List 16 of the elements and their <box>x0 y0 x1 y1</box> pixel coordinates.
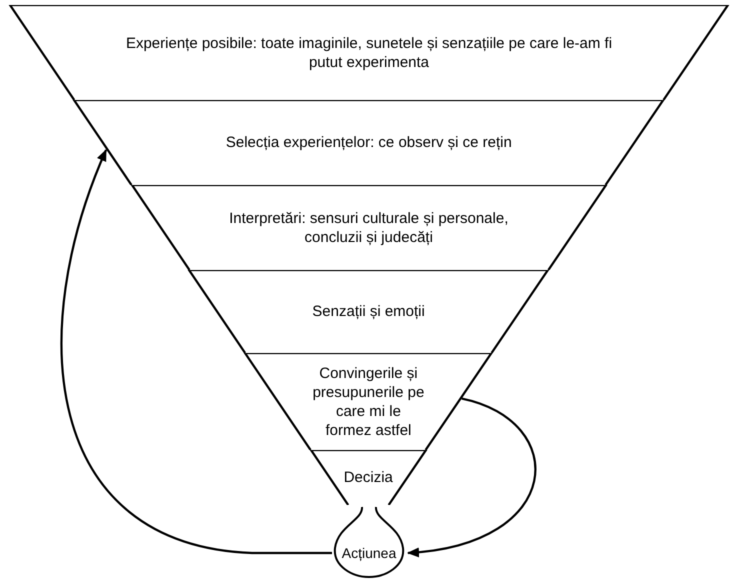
curved-arrow <box>407 398 536 557</box>
band-text: Decizia <box>344 468 393 487</box>
band-text: Senzații și emoții <box>312 302 425 321</box>
band-text: Interpretări: sensuri culturale și personale, concluzii și judecăți <box>228 208 510 246</box>
band-text: Experiențe posibile: toate imaginile, sunetele și senzațiile pe care le-am fi putut experimenta <box>124 34 614 72</box>
funnel-band <box>243 353 494 450</box>
funnel-band <box>72 100 666 185</box>
flask-shape <box>332 506 406 578</box>
funnel-band <box>8 5 730 100</box>
band-text: Convingerile și presupunerile pe care mi le formez astfel <box>312 364 424 440</box>
curved-arrow <box>60 149 332 554</box>
funnel-band <box>308 450 428 505</box>
band-text: Selecția experiențelor: ce observ și ce rețin <box>226 133 512 152</box>
funnel-band <box>187 270 550 353</box>
node-text: Acțiunea <box>342 544 396 562</box>
funnel-band <box>130 185 608 270</box>
